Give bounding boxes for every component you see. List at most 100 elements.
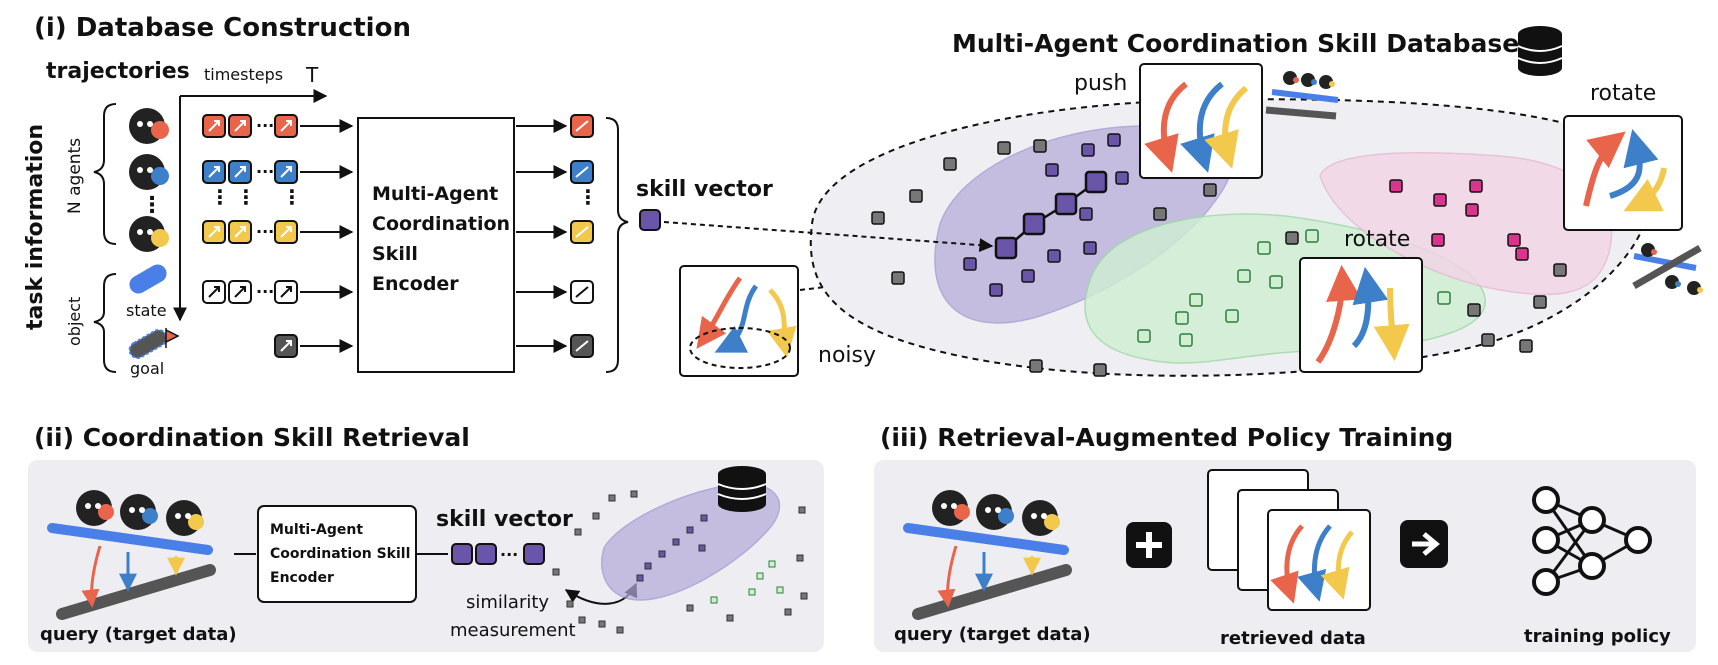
robot-icon-blue [129,154,169,190]
vertical-ellipsis: ⋮ [282,185,302,209]
encoder-line-3: Skill [372,243,418,265]
noisy-label: noisy [818,343,876,368]
encoder-small-line-1: Multi-Agent [270,522,363,538]
database-point [1179,333,1193,347]
mini-point [796,554,804,562]
trajectory-ellipsis: ··· [256,116,274,135]
trajectory-step-glyph [234,226,246,238]
trajectory-step-glyph [280,166,292,178]
skill-vector-label-main: skill vector [636,177,773,202]
database-point [1437,291,1451,305]
mini-point [776,586,784,594]
robot-icon-red [129,108,169,144]
object-goal-icon [128,329,168,359]
mini-point [700,514,708,522]
trajectory-ellipsis: ··· [256,282,274,301]
mini-point [636,574,644,582]
database-point [1153,207,1167,221]
rotate-top-blue-path [1609,129,1659,199]
plus-icon-glyph [1136,532,1162,558]
trajectory-step-glyph [208,226,220,238]
mini-point [798,506,806,514]
retrieved-label: retrieved data [1220,628,1366,649]
state-label: state [126,301,167,320]
database-point [1481,333,1495,347]
similarity-line-1: similarity [466,592,549,613]
database-point [1203,183,1217,197]
mini-database-icon [717,466,767,512]
database-point [891,271,905,285]
mini-point [658,550,666,558]
trajectory-step-glyph [280,340,292,352]
database-point [989,283,1003,297]
task-information-label: task information [23,124,48,330]
push-red-path [1144,81,1188,173]
database-point [1079,207,1093,221]
noisy-yellow-path [766,288,797,358]
database-point [1047,249,1061,263]
database-point [1045,163,1059,177]
trajectory-ellipsis: ··· [256,162,274,181]
mini-database-points [552,490,808,634]
skill-chain-node [1084,170,1108,194]
database-point [1225,309,1239,323]
mini-point [698,544,706,552]
mini-point [768,560,776,568]
trajectory-step-glyph [280,286,292,298]
mini-point [710,596,718,604]
timesteps-symbol: T [305,63,319,87]
database-point [1093,363,1107,377]
training-label: training policy [1524,626,1671,647]
encoder-small-line-2: Coordination Skill [270,546,410,562]
mini-point [630,490,638,498]
retrieved-yellow-path [1320,530,1354,600]
mini-point [578,616,586,624]
object-brace [93,273,117,373]
query-label-3: query (target data) [894,624,1091,645]
rotate-mid-yellow-path [1373,287,1410,362]
trajectory-step-glyph [280,226,292,238]
noisy-ellipse [689,327,791,369]
skill-vector-cell [451,543,473,565]
vertical-ellipsis: ⋮ [236,185,256,209]
database-point [1389,179,1403,193]
database-icon [1517,26,1563,76]
mini-skill-cluster [601,483,780,601]
database-point [1467,303,1481,317]
database-point [1465,203,1479,217]
trajectory-ellipsis: ··· [256,222,274,241]
section2-title: (ii) Coordination Skill Retrieval [34,423,470,452]
database-point [909,189,923,203]
mini-point [726,614,734,622]
database-point [1083,241,1097,255]
skill-vector-pointer [663,221,994,253]
section1-title: (i) Database Construction [34,13,411,43]
vertical-ellipsis: ⋮ [210,185,230,209]
push-blue-path [1180,81,1224,173]
agents-brace [93,103,117,245]
database-point [1285,231,1299,245]
database-title: Multi-Agent Coordination Skill Database [952,29,1519,58]
database-point [1515,247,1529,261]
skill-vector-ellipsis: ··· [500,545,518,564]
skill-chain-node [1054,192,1078,216]
encoder-box-main [357,117,515,373]
trajectory-step-glyph [208,286,220,298]
n-agents-label: N agents [65,138,85,214]
retrieved-blue-path [1297,524,1332,602]
mini-point [616,626,624,634]
mini-point [598,620,606,628]
push-yellow-path [1204,85,1249,169]
mini-point [566,600,574,608]
flag-icon [165,328,180,348]
arrow-right-icon-glyph [1412,532,1440,556]
rotate-mid-red-path [1315,264,1362,364]
database-point [1107,133,1121,147]
mini-point [574,528,582,536]
encoder-line-2: Coordination [372,213,510,235]
object-state-icon [129,264,167,294]
robot-icon-yellow [129,216,169,252]
skill-vector-square [639,209,661,231]
skill-vector-label-2: skill vector [436,507,573,532]
mini-point [608,494,616,502]
